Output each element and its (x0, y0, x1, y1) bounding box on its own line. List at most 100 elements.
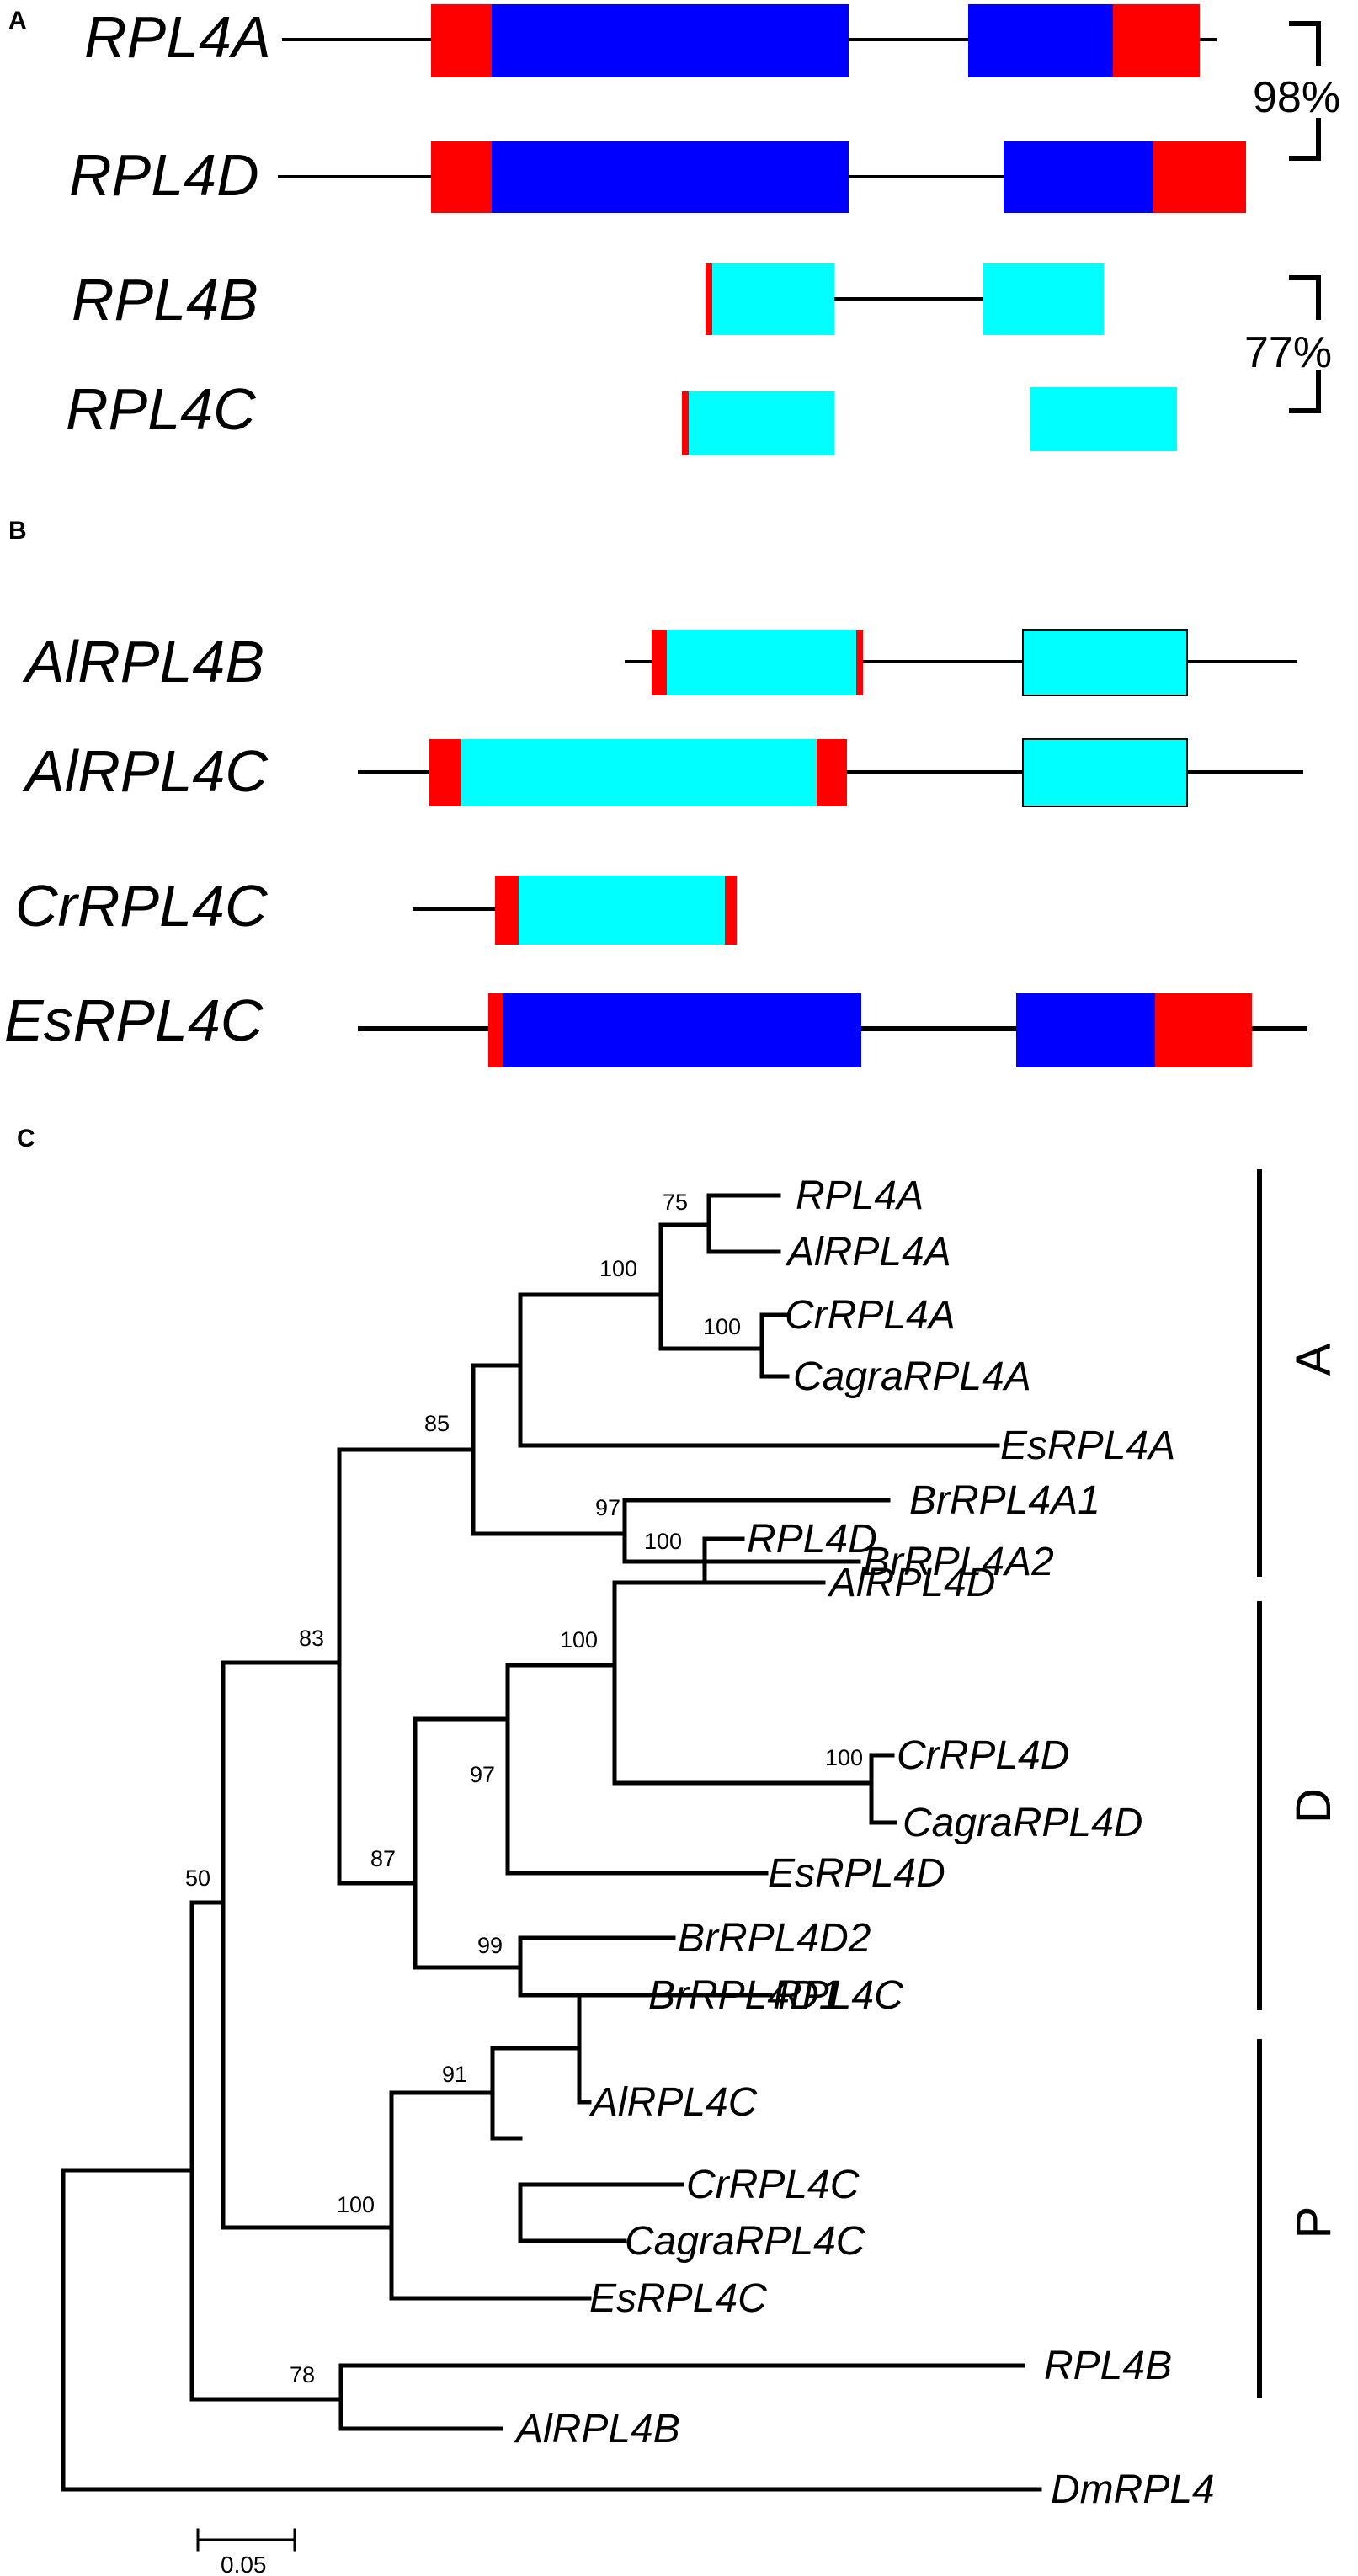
bootstrap-label: 100 (599, 1256, 637, 1281)
panel-c-letter: C (17, 1125, 35, 1152)
bootstrap-label: 91 (442, 2062, 467, 2087)
clade-label-p: P (1286, 2206, 1341, 2239)
gene-label-rpl4b: RPL4B (72, 267, 258, 333)
utr-exon (488, 993, 503, 1067)
bootstrap-label: 85 (424, 1411, 450, 1436)
bootstrap-label: 100 (825, 1745, 863, 1770)
gene-model-rpl4c: RPL4C (66, 376, 1177, 455)
utr-exon (652, 630, 667, 695)
clade-label-d: D (1286, 1788, 1341, 1823)
utr-exon (817, 739, 847, 806)
coding-exon (667, 630, 856, 695)
bootstrap-label: 87 (370, 1846, 396, 1871)
leaf-label: AlRPL4C (588, 2080, 758, 2125)
leaf-label: EsRPL4D (768, 1851, 945, 1896)
bootstrap-label: 100 (560, 1627, 598, 1653)
coding-exon (519, 876, 725, 945)
gene-label-rpl4d: RPL4D (69, 142, 259, 208)
coding-exon (492, 4, 849, 77)
leaf-label: AlRPL4A (785, 1230, 951, 1275)
utr-exon (1155, 993, 1252, 1067)
utr-exon (429, 739, 461, 806)
coding-exon (968, 4, 1113, 77)
coding-exon (689, 391, 834, 455)
utr-exon (431, 4, 492, 77)
utr-exon (1113, 4, 1200, 77)
coding-exon (503, 993, 861, 1067)
gene-model-crrpl4c: CrRPL4C (15, 873, 737, 945)
bootstrap-label: 100 (337, 2192, 375, 2217)
coding-exon (1030, 387, 1177, 451)
leaf-label: CagraRPL4C (625, 2219, 865, 2264)
utr-exon (431, 141, 492, 213)
bootstrap-label: 50 (185, 1865, 210, 1891)
coding-exon (492, 141, 849, 213)
gene-model-rpl4b: RPL4B (72, 263, 1104, 335)
leaf-label: EsRPL4C (589, 2276, 767, 2321)
leaf-label: CrRPL4D (897, 1733, 1069, 1778)
coding-exon (1022, 629, 1188, 696)
leaf-label: CagraRPL4D (903, 1801, 1142, 1845)
leaf-label: BrRPL4D2 (678, 1916, 871, 1961)
coding-exon (1004, 141, 1153, 213)
gene-model-esrpl4c: EsRPL4C (4, 987, 1307, 1067)
gene-label-crrpl4c: CrRPL4C (15, 873, 268, 939)
gene-model-alrpl4b: AlRPL4B (22, 629, 1297, 696)
leaf-label: RPL4D (747, 1517, 877, 1562)
panel-b: B AlRPL4B AlRPL4C CrRPL4C (4, 517, 1307, 1067)
identity-bracket-b-c: 77% (1244, 275, 1332, 413)
bootstrap-label: 78 (290, 2362, 315, 2387)
identity-label-b-c: 77% (1244, 328, 1332, 377)
leaf-label: RPL4C (773, 1973, 903, 2018)
leaf-label: CagraRPL4A (793, 1355, 1031, 1399)
panel-a-letter: A (8, 7, 27, 35)
identity-bracket-a-d: 98% (1253, 21, 1340, 161)
gene-model-rpl4d: RPL4D (69, 141, 1246, 213)
gene-label-alrpl4c: AlRPL4C (22, 738, 268, 804)
utr-exon (706, 263, 712, 335)
leaf-label: RPL4A (796, 1174, 924, 1218)
bootstrap-label: 100 (703, 1314, 741, 1339)
leaf-label: BrRPL4A2 (863, 1540, 1054, 1584)
leaf-label: BrRPL4D1 (648, 1973, 841, 2018)
panel-a: A RPL4A RPL4D RPL4B (8, 4, 1340, 455)
utr-exon (1153, 141, 1246, 213)
utr-exon (682, 391, 689, 455)
coding-exon (1022, 738, 1188, 807)
gene-label-rpl4a: RPL4A (84, 4, 271, 70)
panel-b-letter: B (8, 517, 27, 545)
bootstrap-label: 75 (663, 1190, 688, 1215)
bootstrap-label: 97 (470, 1762, 495, 1787)
identity-label-a-d: 98% (1253, 73, 1340, 122)
coding-exon (1016, 993, 1155, 1067)
gene-model-alrpl4c: AlRPL4C (22, 738, 1303, 807)
leaf-label: AlRPL4D (827, 1561, 995, 1605)
leaf-label: AlRPL4B (514, 2407, 680, 2451)
gene-model-rpl4a: RPL4A (84, 4, 1217, 77)
coding-exon (712, 263, 834, 335)
leaf-label: BrRPL4A1 (909, 1478, 1100, 1523)
panel-c: C (17, 1125, 1341, 2576)
scale-bar-label: 0.05 (221, 2552, 267, 2576)
bootstrap-label: 99 (477, 1933, 503, 1958)
leaf-label: CrRPL4A (785, 1293, 956, 1338)
coding-exon (461, 739, 817, 806)
bootstrap-values: 75 100 100 85 97 83 100 100 100 97 87 99… (185, 1190, 863, 2387)
leaf-label: EsRPL4A (1000, 1424, 1175, 1468)
utr-exon (725, 876, 737, 945)
gene-label-rpl4c: RPL4C (66, 376, 256, 442)
bootstrap-label: 83 (299, 1626, 324, 1651)
leaf-label: CrRPL4C (686, 2163, 860, 2207)
tree-leaf-labels: RPL4A AlRPL4A CrRPL4A CagraRPL4A EsRPL4A… (514, 1174, 1215, 2512)
gene-label-esrpl4c: EsRPL4C (4, 987, 264, 1053)
utr-exon (856, 630, 863, 695)
bootstrap-label: 100 (644, 1529, 682, 1554)
clade-label-a: A (1286, 1343, 1341, 1376)
gene-label-alrpl4b: AlRPL4B (22, 629, 264, 695)
leaf-label: DmRPL4 (1051, 2467, 1215, 2512)
utr-exon (495, 876, 519, 945)
tree-branches (61, 1193, 1042, 2492)
scale-bar (196, 2528, 296, 2552)
coding-exon (983, 263, 1104, 335)
